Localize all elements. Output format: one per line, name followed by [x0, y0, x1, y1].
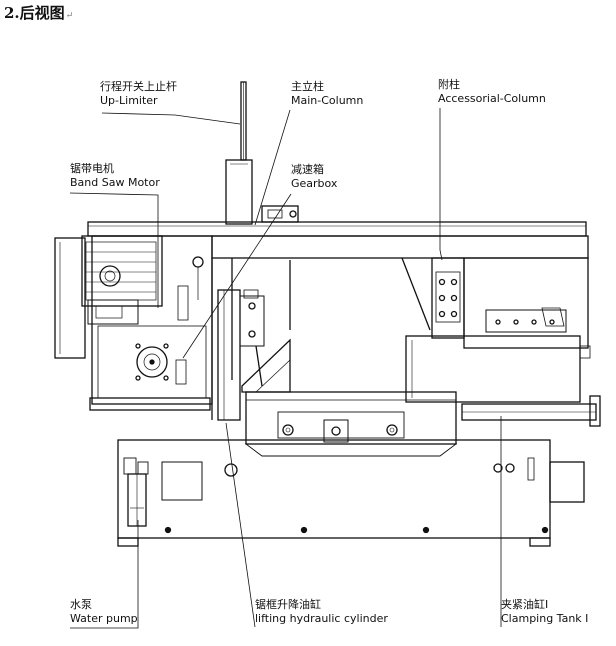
up-limiter-rod: [240, 81, 247, 161]
callout-main-column: 主立柱 Main-Column: [291, 80, 363, 108]
callout-water-pump-cn: 水泵: [70, 598, 92, 611]
vise-jaw: [241, 338, 291, 393]
gearbox: [89, 235, 213, 411]
callout-water-pump: 水泵 Water pump: [70, 598, 138, 626]
page-heading: 2.后视图↵: [4, 2, 73, 23]
leader-lines: [69, 108, 502, 629]
callout-clamping-tank: 夹紧油缸I Clamping Tank I: [501, 598, 588, 626]
callout-band-saw-motor-cn: 锯带电机: [70, 162, 114, 175]
callout-lifting-cylinder-en: lifting hydraulic cylinder: [255, 612, 388, 625]
work-table: [244, 391, 458, 457]
callout-band-saw-motor-en: Band Saw Motor: [70, 176, 160, 189]
callout-up-limiter-cn: 行程开关上止杆: [100, 80, 177, 93]
band-saw-motor: [54, 235, 163, 359]
heading-text: 2.后视图: [4, 4, 65, 22]
callout-lifting-cylinder: 锯框升降油缸 lifting hydraulic cylinder: [255, 598, 388, 626]
limit-switch-housing: [225, 159, 253, 225]
callout-accessorial-column-cn: 附柱: [438, 78, 460, 91]
callout-gearbox: 减速箱 Gearbox: [291, 163, 337, 191]
callout-main-column-cn: 主立柱: [291, 80, 324, 93]
callout-lifting-cylinder-cn: 锯框升降油缸: [255, 598, 321, 611]
base-cabinet: [117, 439, 585, 547]
lifting-cylinder: [217, 289, 265, 421]
right-housing: [463, 257, 589, 349]
callout-accessorial-column: 附柱 Accessorial-Column: [438, 78, 546, 106]
callout-clamping-tank-cn: 夹紧油缸I: [501, 598, 549, 611]
callout-water-pump-en: Water pump: [70, 612, 138, 625]
callout-up-limiter: 行程开关上止杆 Up-Limiter: [100, 80, 177, 108]
callout-up-limiter-en: Up-Limiter: [100, 94, 158, 107]
callout-gearbox-cn: 减速箱: [291, 163, 324, 176]
callout-clamping-tank-en: Clamping Tank I: [501, 612, 589, 625]
saw-frame-top-beam: [87, 205, 587, 237]
return-mark-icon: ↵: [65, 11, 74, 21]
callout-main-column-en: Main-Column: [291, 94, 364, 107]
clamping-tank: [405, 335, 601, 427]
callout-gearbox-en: Gearbox: [291, 177, 338, 190]
accessorial-column: [431, 257, 465, 339]
water-pump: [123, 457, 149, 527]
callout-band-saw-motor: 锯带电机 Band Saw Motor: [70, 162, 160, 190]
callout-accessorial-column-en: Accessorial-Column: [438, 92, 546, 105]
